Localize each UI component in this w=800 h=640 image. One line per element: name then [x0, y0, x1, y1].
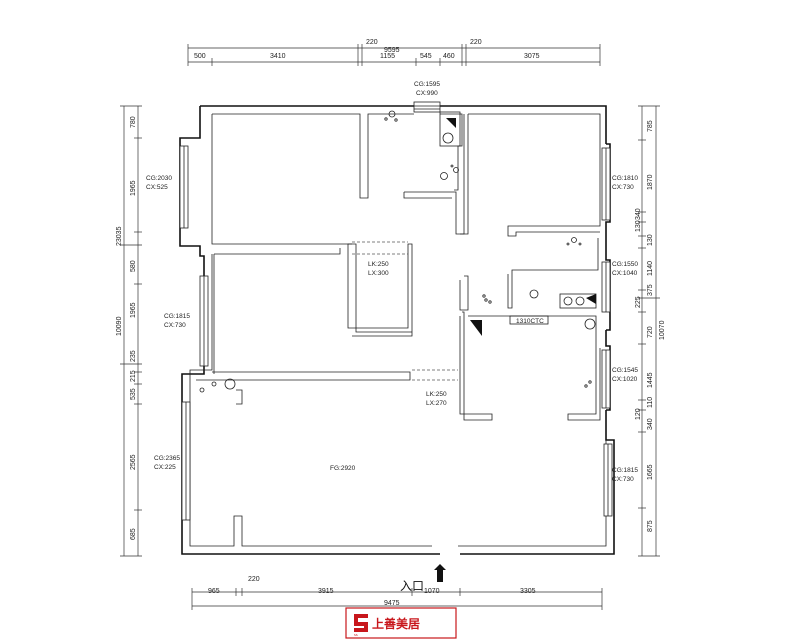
left-seg-9: 685 [130, 528, 137, 540]
right-seg-10: 1445 [647, 372, 654, 388]
bottom-dimensions: 220 965 3915 1070 3305 9475 [191, 576, 603, 610]
right-seg-9: 720 [647, 326, 654, 338]
drain-icon-5 [211, 381, 217, 387]
win-r3-cg: CG:1545 [612, 367, 638, 374]
right-seg-2: 1870 [647, 174, 654, 190]
fixtures: 1310CTC [199, 110, 597, 393]
floor-height: FG:2920 [330, 465, 356, 472]
left-dimensions: 780 1965 580 1965 235 215 535 2565 685 2… [116, 105, 142, 557]
lk-2: LK:250 [426, 391, 447, 398]
annotations: CG:1595 CX:990 CG:2030 CX:525 CG:1815 CX… [146, 81, 638, 483]
top-seg-5: 460 [443, 53, 455, 60]
right-seg-15: 875 [647, 520, 654, 532]
beams [352, 241, 458, 381]
win-r1-cg: CG:1810 [612, 175, 638, 182]
lx-2: LX:270 [426, 400, 447, 407]
right-seg-6: 1140 [647, 261, 654, 276]
right-seg-3: 130 [635, 220, 642, 232]
brand-name: 上善美居 [372, 616, 420, 631]
left-seg-7: 535 [130, 388, 137, 400]
pipe-shaft-2 [559, 293, 597, 309]
bottom-seg-4: 3305 [520, 588, 536, 595]
win-l2-cx: CX:730 [164, 322, 186, 329]
win-l3-cg: CG:2365 [154, 455, 180, 462]
bottom-seg-2: 3915 [318, 588, 334, 595]
right-seg-12: 120 [635, 408, 642, 420]
top-small-2: 220 [470, 39, 482, 46]
right-seg-1: 785 [647, 120, 654, 132]
windows [179, 101, 613, 521]
right-seg-labels: 785 1870 130 340 130 1140 375 225 720 14… [635, 120, 666, 532]
win-l1-cx: CX:525 [146, 184, 168, 191]
shaft-marker-3 [470, 320, 482, 336]
left-total-1: 23035 [116, 226, 123, 246]
win-top-cg: CG:1595 [414, 81, 440, 88]
win-r2-cx: CX:1040 [612, 270, 638, 277]
bottom-seg-3: 1070 [424, 588, 440, 595]
left-seg-1: 780 [130, 116, 137, 128]
pipe-icon-2 [584, 318, 596, 330]
entrance: 入口 [400, 564, 446, 593]
entry-arrow-icon [434, 564, 446, 582]
drain-icon-4 [529, 289, 539, 299]
left-seg-8: 2565 [130, 454, 137, 470]
top-total: 9595 [384, 47, 400, 54]
right-seg-8: 225 [635, 296, 642, 308]
right-seg-5: 130 [647, 234, 654, 246]
pipe-shaft-1 [439, 111, 461, 147]
brand-logo: ss 上善美居 [345, 607, 457, 639]
entry-label: 入口 [400, 579, 424, 593]
win-l3-cx: CX:225 [154, 464, 176, 471]
win-top-cx: CX:990 [416, 90, 438, 97]
top-seg-6: 3075 [524, 53, 540, 60]
bottom-small: 220 [248, 576, 260, 583]
drain-icon-3 [571, 237, 577, 243]
bottom-seg-1: 965 [208, 588, 220, 595]
left-seg-2: 1965 [130, 180, 137, 196]
left-seg-labels: 780 1965 580 1965 235 215 535 2565 685 2… [116, 116, 137, 540]
left-seg-5: 235 [130, 350, 137, 362]
kitchen-note: 1310CTC [516, 318, 544, 325]
right-dimensions: 785 1870 130 340 130 1140 375 225 720 14… [635, 105, 666, 557]
right-seg-13: 340 [647, 418, 654, 430]
right-seg-14: 1665 [647, 464, 654, 480]
drain-icon [388, 110, 396, 118]
win-l2-cg: CG:1815 [164, 313, 190, 320]
top-seg-1: 500 [194, 53, 206, 60]
right-seg-11: 110 [647, 397, 654, 408]
win-r2-cg: CG:1550 [612, 261, 638, 268]
bottom-total: 9475 [384, 600, 400, 607]
pipe-icon-3 [224, 378, 236, 390]
top-seg-4: 545 [420, 53, 432, 60]
top-seg-3: 1155 [380, 53, 395, 60]
right-seg-4: 340 [635, 208, 642, 220]
win-r3-cx: CX:1020 [612, 376, 638, 383]
brand-mark-icon: ss [354, 614, 368, 637]
win-l1-cg: CG:2030 [146, 175, 172, 182]
lk-1: LK:250 [368, 261, 389, 268]
lx-1: LX:300 [368, 270, 389, 277]
win-r4-cg: CG:1815 [612, 467, 638, 474]
walls [179, 105, 615, 555]
top-small-1: 220 [366, 39, 378, 46]
win-r4-cx: CX:730 [612, 476, 634, 483]
right-seg-7: 375 [647, 284, 654, 296]
left-seg-3: 580 [130, 260, 137, 272]
right-total: 10070 [659, 320, 666, 340]
top-dimensions: 220 9595 220 500 3410 1155 545 460 3075 [187, 39, 601, 66]
win-r1-cx: CX:730 [612, 184, 634, 191]
drain-icon-2 [440, 172, 448, 180]
left-total-2: 10090 [116, 316, 123, 336]
brand-mark-text: ss [354, 633, 358, 637]
pipe-icon [442, 132, 454, 144]
left-seg-6: 215 [130, 370, 137, 382]
window-top [413, 101, 441, 113]
left-seg-4: 1965 [130, 302, 137, 318]
top-seg-2: 3410 [270, 53, 286, 60]
kitchen-counter-note [509, 315, 549, 325]
shaft-marker-1 [446, 118, 456, 128]
